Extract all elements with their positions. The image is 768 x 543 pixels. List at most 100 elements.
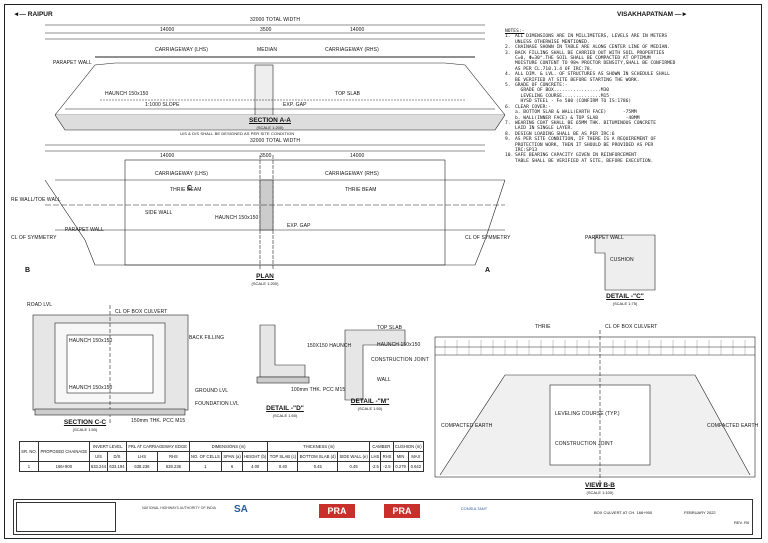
tb-revision-grid bbox=[16, 502, 116, 532]
cc-cl-box: CL OF BOX CULVERT bbox=[115, 309, 168, 315]
detm-wall: WALL bbox=[377, 377, 391, 383]
note-text: ALL DIMENSIONS ARE IN MILLIMETERS, LEVEL… bbox=[515, 34, 668, 45]
th-us: U/S bbox=[88, 451, 109, 462]
bb-caption: VIEW B-B bbox=[585, 482, 615, 489]
note-number: 1. bbox=[505, 34, 511, 40]
logo-pra-1: PRA bbox=[319, 504, 355, 518]
aa-carriageway-lhs: CARRIAGEWAY (LHS) bbox=[155, 47, 209, 53]
bb-compacted-earth-l: COMPACTED EARTH bbox=[441, 423, 493, 429]
plan-caption: PLAN bbox=[256, 273, 274, 280]
plan-thrie-beam-2: THRIE BEAM bbox=[345, 187, 377, 193]
note-text: AS PER SITE CONDITION, IF THERE IS A REQ… bbox=[515, 137, 657, 153]
bb-thrie: THRIE bbox=[535, 324, 551, 330]
arrow-left-icon: ◄— bbox=[13, 11, 26, 18]
cell-bottom-slab: 0.45 bbox=[297, 461, 339, 472]
detc-caption: DETAIL -"C" bbox=[606, 293, 644, 300]
cc-haunch-top: HAUNCH 150x150 bbox=[69, 338, 113, 344]
plan-dim-median: 3500 bbox=[260, 153, 272, 159]
cell-frl-rhs: 638.236 bbox=[157, 461, 190, 472]
cell-span: 6 bbox=[221, 461, 243, 472]
note-number: 6. bbox=[505, 104, 511, 110]
th-span: SPAN (a) bbox=[221, 451, 243, 462]
note-number: 5. bbox=[505, 83, 511, 89]
th-frl: FRL AT CARRIAGEWAY EDGE bbox=[125, 441, 190, 452]
aa-carriageway-rhs: CARRIAGEWAY (RHS) bbox=[325, 47, 379, 53]
logo-nhai: NATIONAL HIGHWAYS AUTHORITY OF INDIA bbox=[142, 506, 216, 510]
note-text: ALL DIM. & LVL. OF STRUCTURES AS SHOWN I… bbox=[515, 72, 670, 83]
detm-caption: DETAIL -"M" bbox=[350, 398, 390, 405]
th-thickness: THICKNESS (m) bbox=[267, 441, 371, 452]
th-ds: D/S bbox=[107, 451, 127, 462]
aa-haunch: HAUNCH 150x150 bbox=[105, 91, 149, 97]
bb-leveling-course: LEVELING COURSE (TYP.) bbox=[555, 411, 620, 417]
note-number: 10. bbox=[505, 153, 514, 159]
cc-road-lvl: ROAD LVL bbox=[27, 302, 53, 308]
th-camber-lhs: LHS bbox=[369, 451, 382, 462]
cell-cushion-max: 0.642 bbox=[407, 461, 425, 472]
note-text: SAFE BEARING CAPACITY GIVEN IN REINFORCE… bbox=[515, 153, 654, 164]
note-number: 4. bbox=[505, 72, 511, 78]
th-side-wall: SIDE WALL (e) bbox=[337, 451, 371, 462]
th-height: HEIGHT (b) bbox=[241, 451, 269, 462]
plan-marker-c: C bbox=[187, 185, 193, 192]
cc-pcc: 150mm THK. PCC M15 bbox=[131, 418, 186, 424]
drawing-sheet: ◄— RAIPUR VISAKHAPATNAM —► bbox=[4, 4, 762, 539]
cell-cells: 1 bbox=[188, 461, 223, 472]
bb-construction-joint: CONSTRUCTION JOINT bbox=[555, 441, 613, 447]
plan-side-wall: SIDE WALL bbox=[145, 210, 173, 216]
title-block: NATIONAL HIGHWAYS AUTHORITY OF INDIA SA … bbox=[13, 499, 753, 535]
note-number: 2. bbox=[505, 45, 511, 51]
plan-re-wall: RE WALL/TOE WALL bbox=[11, 197, 61, 203]
cell-sr: 1 bbox=[19, 461, 39, 472]
tb-rev: REV. R0 bbox=[734, 520, 750, 525]
note-item: 4. ALL DIM. & LVL. OF STRUCTURES AS SHOWN… bbox=[505, 72, 757, 83]
plan-exp-gap: EXP. GAP bbox=[287, 223, 311, 229]
detc-parapet-wall: PARAPET WALL bbox=[585, 235, 624, 241]
aa-parapet-wall: PARAPET WALL bbox=[53, 60, 92, 66]
note-text: CHAINAGE SHOWN IN TABLE ARE ALONG CENTER… bbox=[515, 45, 670, 51]
cc-ground-lvl: GROUND LVL bbox=[195, 388, 229, 394]
note-number: 9. bbox=[505, 137, 511, 143]
notes-list: 1. ALL DIMENSIONS ARE IN MILLIMETERS, LEV… bbox=[505, 34, 757, 164]
table-header-row-1: SR. NO. PROPOSED CHAINAGE INVERT LEVEL F… bbox=[19, 441, 425, 462]
note-number: 3. bbox=[505, 50, 511, 56]
plan-marker-a: A bbox=[485, 267, 491, 274]
aa-caption: SECTION A-A bbox=[248, 117, 291, 124]
detc-cushion: CUSHION bbox=[610, 257, 634, 263]
detm-top-slab: TOP SLAB bbox=[377, 325, 403, 331]
cc-scale: (SCALE 1:50) bbox=[72, 427, 98, 432]
note-text: CLEAR COVER:- a. BOTTOM SLAB & WALL(EART… bbox=[515, 104, 640, 121]
notes-title: NOTES:- bbox=[505, 29, 525, 34]
cc-haunch-bot: HAUNCH 150x150 bbox=[69, 385, 113, 391]
cc-foundation-lvl: FOUNDATION LVL bbox=[195, 401, 239, 407]
cell-camber-rhs: -2.5 bbox=[380, 461, 394, 472]
plan-parapet-wall: PARAPET WALL bbox=[65, 227, 104, 233]
th-chainage: PROPOSED CHAINAGE bbox=[37, 441, 90, 462]
note-item: 8.DESIGN LOADING SHALL BE AS PER IRC:6 bbox=[505, 132, 757, 137]
aa-dim-median: 3500 bbox=[260, 27, 272, 33]
plan-marker-b: B bbox=[25, 267, 31, 274]
note-number: 8. bbox=[505, 131, 511, 137]
tb-drawing-title: BOX CULVERT AT CH. 166+900 bbox=[594, 510, 653, 515]
plan-scale: (SCALE 1:200) bbox=[251, 281, 279, 286]
th-cushion: CUSHION (m) bbox=[392, 441, 425, 452]
note-text: WEARING COAT SHALL BE 65MM THK. BITUMINO… bbox=[515, 120, 657, 132]
plan-thrie-beam-1: THRIE BEAM bbox=[170, 187, 202, 193]
logo-consultant: CONSULTANT bbox=[460, 506, 488, 511]
detm-joint: CONSTRUCTION JOINT bbox=[371, 357, 429, 363]
th-camber: CAMBER bbox=[369, 441, 394, 452]
bb-cl-box: CL OF BOX CULVERT bbox=[605, 324, 658, 330]
cell-top-slab: 0.40 bbox=[267, 461, 299, 472]
note-text: GRADE OF CONCRETE:- GRADE OF BOX........… bbox=[515, 83, 632, 105]
note-item: 7.WEARING COAT SHALL BE 65MM THK. BITUMI… bbox=[505, 121, 757, 132]
cell-cushion-min: 0.279 bbox=[392, 461, 409, 472]
aa-dim-right: 14000 bbox=[350, 27, 365, 33]
cell-invert-ds: 633.194 bbox=[107, 461, 127, 472]
plan-cl-symmetry-left: CL OF SYMMETRY bbox=[11, 235, 57, 241]
cc-caption: SECTION C-C bbox=[63, 419, 107, 426]
cell-height: 4.00 bbox=[241, 461, 269, 472]
bb-compacted-earth-r: COMPACTED EARTH bbox=[707, 423, 759, 429]
cell-chainage: 166+900 bbox=[37, 461, 90, 472]
note-item: 6. CLEAR COVER:- a. BOTTOM SLAB & WALL(EA… bbox=[505, 105, 757, 121]
detd-scale: (SCALE 1:50) bbox=[272, 413, 298, 418]
